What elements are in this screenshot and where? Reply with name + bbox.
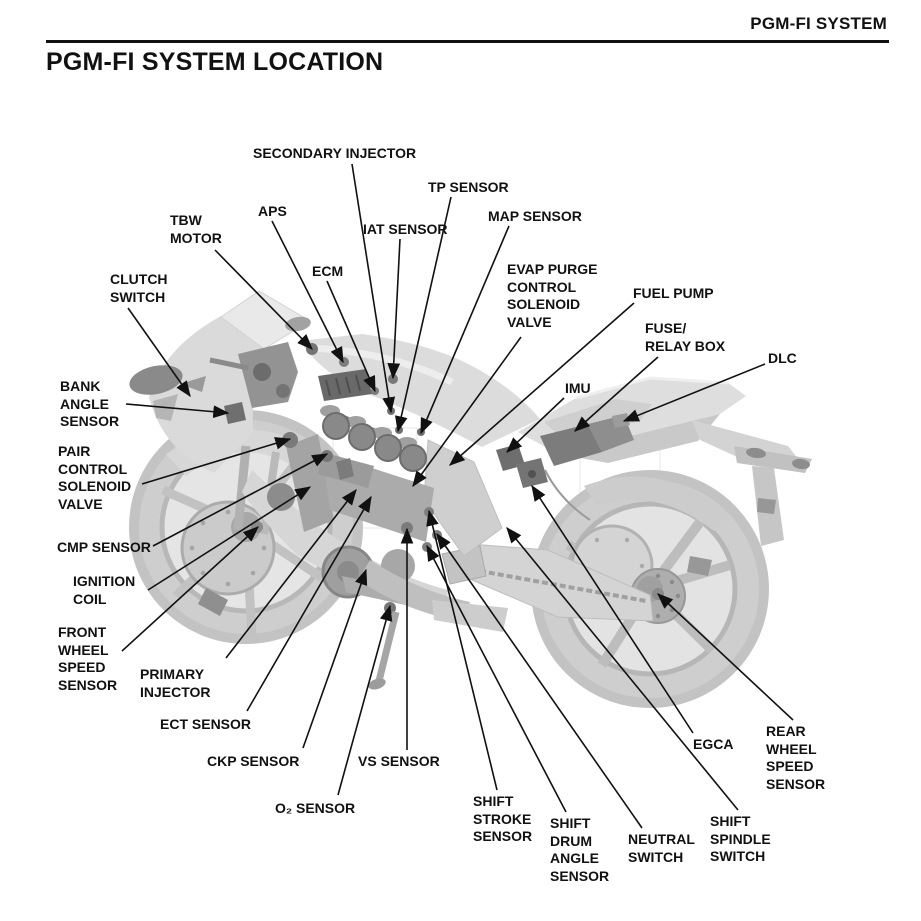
label-dlc: DLC — [768, 350, 797, 366]
leader-fuse-relay-box — [574, 356, 659, 432]
label-evap-purge-control-solenoid-valve: EVAP PURGE CONTROL SOLENOID VALVE — [507, 261, 598, 330]
leader-dlc — [622, 363, 766, 422]
leader-pair-control-solenoid-valve — [141, 437, 292, 485]
leader-tp-sensor — [395, 196, 452, 433]
label-aps: APS — [258, 203, 287, 219]
leader-evap-purge-control-solenoid-valve — [412, 336, 522, 488]
leader-iat-sensor — [387, 238, 401, 380]
label-shift-drum-angle-sensor: SHIFT DRUM ANGLE SENSOR — [550, 815, 610, 884]
label-front-wheel-speed-sensor: FRONT WHEEL SPEED SENSOR — [58, 624, 118, 693]
label-map-sensor: MAP SENSOR — [488, 208, 582, 224]
label-primary-injector: PRIMARY INJECTOR — [140, 666, 211, 700]
label-tp-sensor: TP SENSOR — [428, 179, 509, 195]
leader-ignition-coil — [147, 486, 312, 591]
leader-egca — [531, 484, 694, 734]
label-ecm: ECM — [312, 263, 344, 279]
label-o2-sensor: O₂ SENSOR — [275, 800, 356, 816]
leader-secondary-injector — [351, 163, 396, 414]
header-rule — [46, 40, 889, 43]
label-ckp-sensor: CKP SENSOR — [207, 753, 300, 769]
label-secondary-injector: SECONDARY INJECTOR — [253, 145, 417, 161]
leader-primary-injector — [225, 488, 357, 659]
label-ignition-coil: IGNITION COIL — [73, 573, 136, 607]
leader-shift-drum-angle-sensor — [426, 544, 567, 813]
leader-ect-sensor — [246, 495, 372, 712]
leader-rear-wheel-speed-sensor — [657, 593, 794, 721]
leader-bank-angle-sensor — [125, 403, 230, 419]
leader-shift-stroke-sensor — [426, 509, 498, 791]
label-pair-control-solenoid-valve: PAIR CONTROL SOLENOID VALVE — [58, 443, 132, 512]
label-fuel-pump: FUEL PUMP — [633, 285, 714, 301]
label-ect-sensor: ECT SENSOR — [160, 716, 252, 732]
leader-neutral-switch — [436, 532, 643, 829]
leader-shift-spindle-switch — [506, 527, 739, 811]
label-tbw-motor: TBW MOTOR — [170, 212, 222, 246]
label-vs-sensor: VS SENSOR — [358, 753, 440, 769]
label-shift-stroke-sensor: SHIFT STROKE SENSOR — [473, 793, 533, 844]
leader-front-wheel-speed-sensor — [121, 526, 259, 652]
leader-cmp-sensor — [152, 453, 329, 547]
engine-and-components — [129, 316, 664, 690]
leader-map-sensor — [420, 225, 510, 435]
leader-aps — [271, 220, 344, 364]
leader-tbw-motor — [214, 249, 313, 350]
label-rear-wheel-speed-sensor: REAR WHEEL SPEED SENSOR — [766, 723, 826, 792]
leader-clutch-switch — [127, 307, 191, 398]
label-imu: IMU — [565, 380, 591, 396]
label-clutch-switch: CLUTCH SWITCH — [110, 271, 168, 305]
leader-ecm — [326, 280, 376, 393]
running-header: PGM-FI SYSTEM — [750, 14, 887, 33]
leader-fuel-pump — [449, 302, 635, 466]
page-title: PGM-FI SYSTEM LOCATION — [46, 48, 384, 76]
leader-ckp-sensor — [302, 568, 368, 749]
label-shift-spindle-switch: SHIFT SPINDLE SWITCH — [710, 813, 771, 864]
label-cmp-sensor: CMP SENSOR — [57, 539, 151, 555]
leader-imu — [506, 397, 565, 453]
leader-o2-sensor — [337, 604, 393, 796]
label-egca: EGCA — [693, 736, 734, 752]
label-bank-angle-sensor: BANK ANGLE SENSOR — [60, 378, 120, 429]
label-neutral-switch: NEUTRAL SWITCH — [628, 831, 695, 865]
label-iat-sensor: IAT SENSOR — [363, 221, 448, 237]
label-fuse-relay-box: FUSE/ RELAY BOX — [645, 320, 726, 354]
